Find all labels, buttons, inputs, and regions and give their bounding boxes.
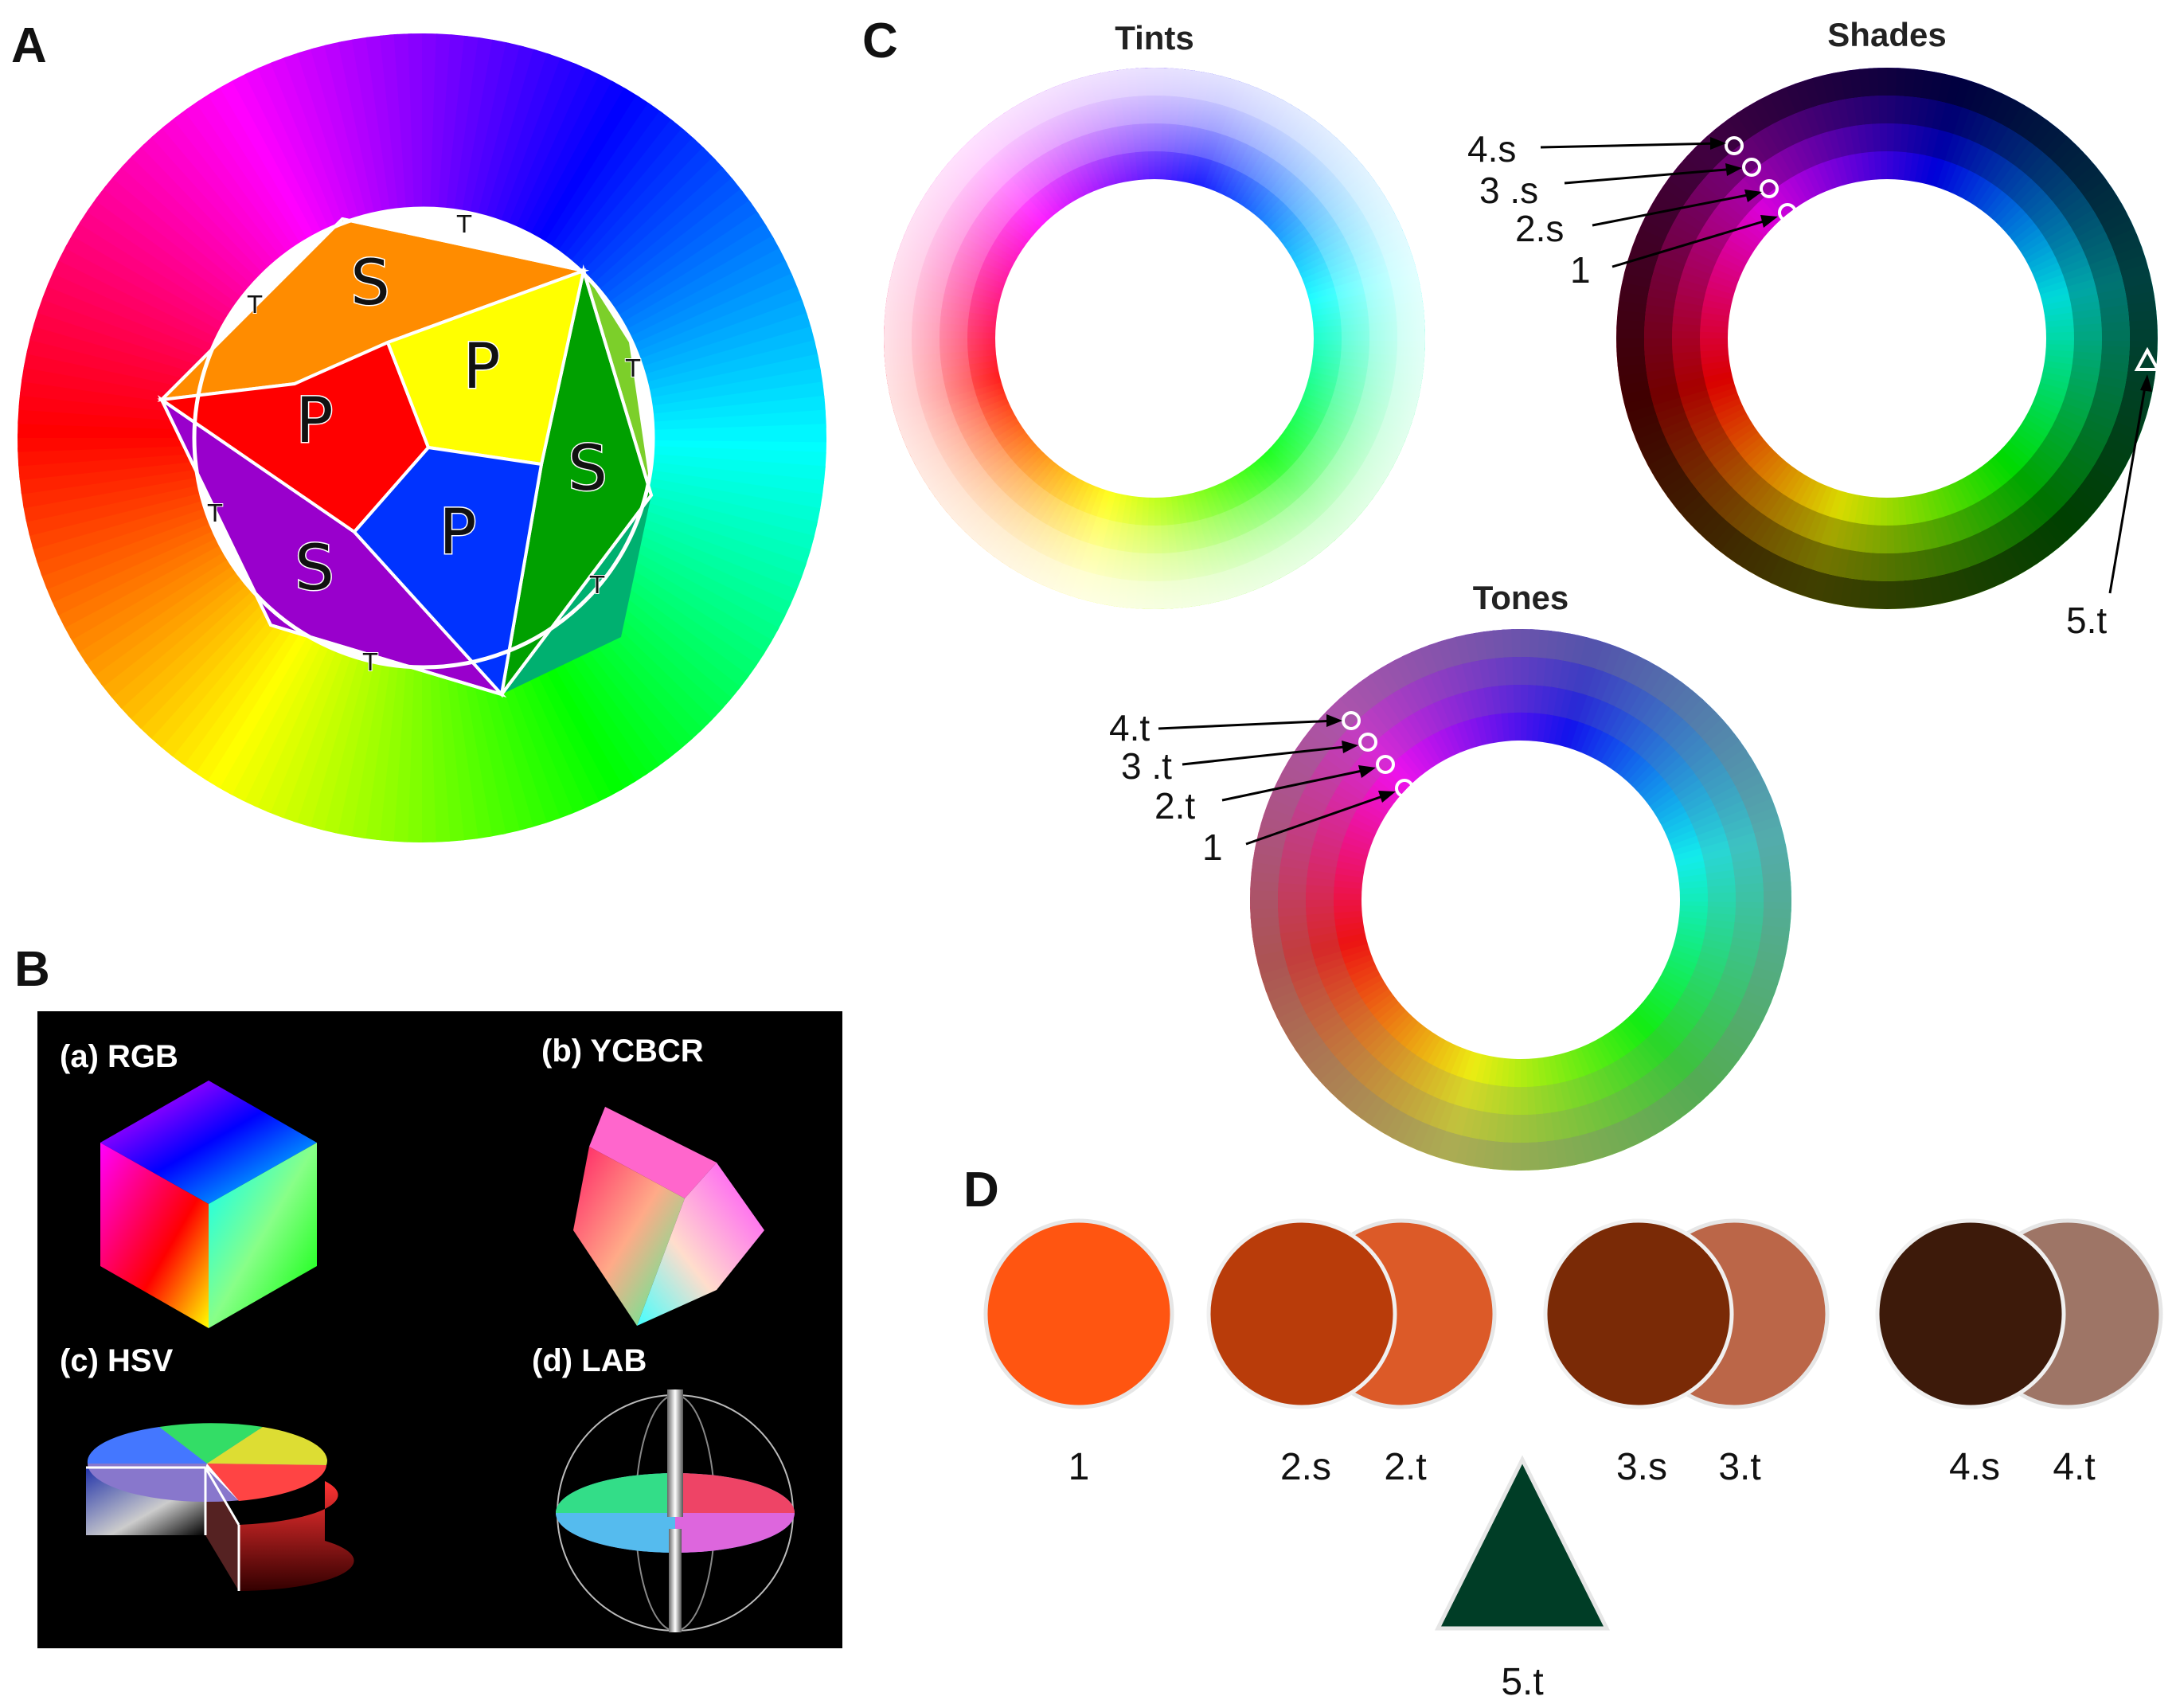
callout-1s: 1 [1570, 249, 1591, 291]
callout-5t: 5.t [2066, 600, 2107, 641]
swatch-2s [1206, 1218, 1397, 1409]
tints-center [995, 179, 1314, 498]
marker-2t [1376, 755, 1395, 774]
panel-b-label: B [14, 942, 50, 997]
swatch-4s [1875, 1218, 2066, 1409]
letter-tertiary-5: T [589, 572, 605, 600]
marker-4s [1725, 136, 1744, 155]
marker-1s [1778, 203, 1797, 222]
letter-secondary-green: S [568, 433, 607, 505]
label-hsv: (c) HSV [60, 1343, 174, 1378]
swatch-1 [983, 1218, 1174, 1409]
letter-tertiary-2: T [247, 291, 263, 319]
rgb-cube [100, 1081, 317, 1328]
letter-primary-yellow: P [463, 331, 500, 403]
swatch-label-4t: 4.t [2053, 1446, 2095, 1488]
swatch-label-3t: 3.t [1718, 1446, 1760, 1488]
shades-callouts: 4.s 3 .s 2.s 1 5.t [1467, 128, 2161, 641]
marker-4t [1342, 711, 1361, 730]
hsv-cylinder [86, 1423, 354, 1591]
letter-primary-blue: P [439, 497, 476, 569]
swatch-3s [1543, 1218, 1734, 1409]
tones-center [1361, 741, 1680, 1059]
letter-tertiary-3: T [625, 355, 641, 383]
letter-primary-red: P [295, 385, 333, 457]
swatch-label-4s: 4.s [1949, 1446, 2000, 1488]
panel-d-label: D [963, 1163, 999, 1217]
tertiary-outline [159, 217, 654, 697]
marker-2s [1760, 179, 1779, 198]
marker-3s [1742, 158, 1761, 177]
swatch-label-2t: 2.t [1384, 1446, 1426, 1488]
panel-c-label: C [862, 14, 898, 68]
swatch-label-2s: 2.s [1280, 1446, 1331, 1488]
lab-sphere [556, 1389, 795, 1632]
shades-center [1728, 179, 2046, 498]
tints-title: Tints [1115, 19, 1194, 57]
swatch-label-5t: 5.t [1501, 1661, 1543, 1703]
tones-callouts: 4.t 3 .t 2.t 1 [1109, 707, 1414, 868]
swatches: 1 2.s 2.t 3.s 3.t 4.s 4.t 5.t [983, 1218, 2163, 1703]
callout-4t: 4.t [1109, 707, 1150, 748]
color-space-panel: (a) RGB (b) YCBCR (c) HSV (d) LAB [37, 1011, 842, 1648]
shades-title: Shades [1827, 16, 1946, 53]
swatch-label-1: 1 [1068, 1446, 1090, 1488]
callout-4s: 4.s [1467, 128, 1516, 170]
letter-secondary-purple: S [295, 533, 334, 604]
callout-3t: 3 .t [1121, 745, 1172, 787]
color-relations-inset: P P P S S S T T T T T T [157, 206, 655, 698]
letter-tertiary-4: T [207, 500, 223, 528]
callout-2t: 2.t [1154, 785, 1195, 827]
ycbcr-box [573, 1107, 764, 1326]
callout-1t: 1 [1202, 827, 1223, 868]
letter-tertiary-6: T [362, 649, 378, 677]
callout-2s: 2.s [1515, 208, 1564, 249]
tones-title: Tones [1473, 579, 1569, 616]
marker-5t-triangle [2134, 346, 2161, 371]
marker-3t [1358, 733, 1377, 752]
callout-3s: 3 .s [1479, 170, 1538, 211]
letter-tertiary-1: T [456, 211, 472, 239]
marker-1t [1395, 779, 1414, 798]
swatch-5t-triangle [1434, 1455, 1611, 1631]
letter-secondary-orange: S [350, 248, 390, 319]
swatch-label-3s: 3.s [1616, 1446, 1667, 1488]
panel-a-label: A [11, 18, 47, 73]
label-rgb: (a) RGB [60, 1039, 178, 1074]
label-lab: (d) LAB [532, 1343, 647, 1378]
label-ycbcr: (b) YCBCR [541, 1034, 704, 1069]
